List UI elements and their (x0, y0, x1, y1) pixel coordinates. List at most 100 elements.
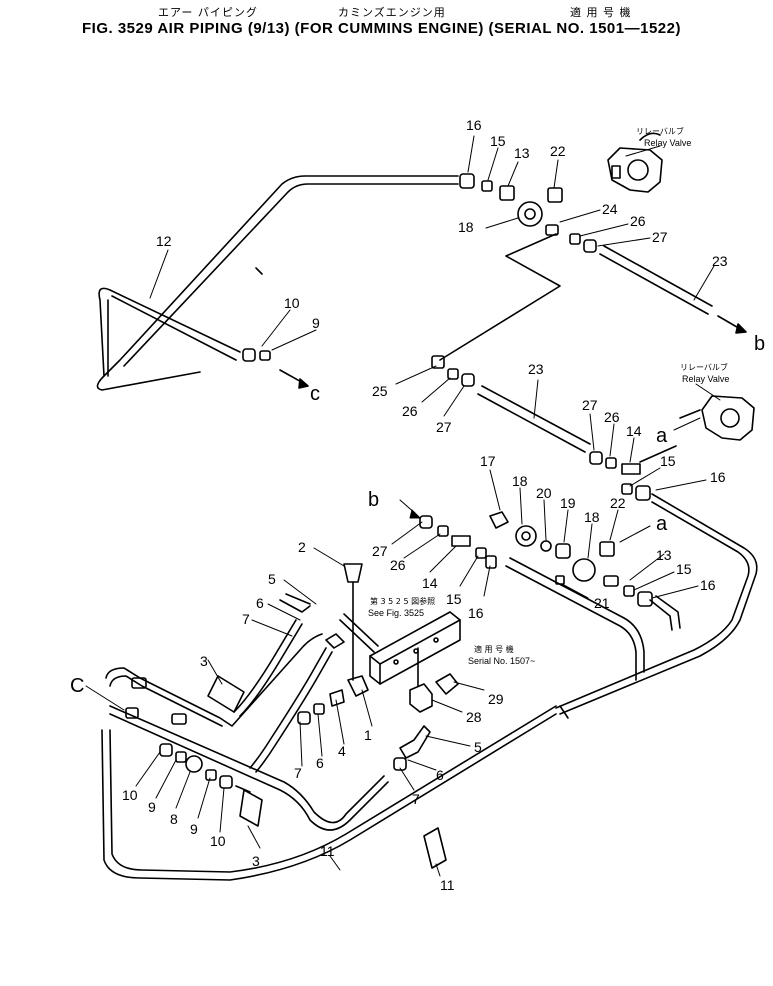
clip-11 (423, 827, 447, 869)
valve-2-and-fitting-1 (343, 563, 369, 697)
fittings-upper-cluster (459, 173, 597, 253)
note-relay-en-middle: Relay Valve (682, 374, 729, 384)
callout-23-b: 23 (528, 361, 544, 377)
callout-17: 17 (480, 453, 496, 469)
callout-15-c: 15 (446, 591, 462, 607)
letter-b-right: b (754, 333, 765, 355)
manifold-block (339, 611, 461, 685)
callout-18-c: 18 (584, 509, 600, 525)
pipe-middle-to-right (505, 557, 681, 681)
callout-15-b: 15 (660, 453, 676, 469)
callout-27-d: 27 (372, 543, 388, 559)
callout-26-c: 26 (604, 409, 620, 425)
callout-7-a: 7 (242, 611, 250, 627)
note-relay-en-upper: Relay Valve (644, 138, 691, 148)
callout-27-b: 27 (436, 419, 452, 435)
callout-21: 21 (594, 595, 610, 611)
callout-20: 20 (536, 485, 552, 501)
relay-valve-upper (607, 132, 663, 193)
callout-18-a: 18 (458, 219, 474, 235)
title-japanese-air-piping: エアー パイピング (158, 6, 258, 19)
callout-6-a: 6 (256, 595, 264, 611)
letter-a-middle: a (656, 425, 668, 447)
callout-16-d: 16 (700, 577, 716, 593)
pipe-23-middle (477, 385, 591, 453)
callout-27-a: 27 (652, 229, 668, 245)
title-japanese-cummins: カミンズエンジン用 (338, 6, 446, 19)
callout-24: 24 (602, 201, 618, 217)
note-relay-jp-upper: リレーバルブ (636, 126, 684, 136)
note-serial-en: Serial No. 1507~ (468, 656, 535, 666)
callout-9-a: 9 (312, 315, 320, 331)
callout-29: 29 (488, 691, 504, 707)
callout-5-a: 5 (268, 571, 276, 587)
callout-26-b: 26 (402, 403, 418, 419)
letter-c-upper: c (310, 383, 320, 405)
pipe-12 (96, 175, 459, 391)
callout-15-a: 15 (490, 133, 506, 149)
letter-b-left: b (368, 489, 379, 511)
callout-11-b: 11 (440, 877, 455, 893)
callout-3-a: 3 (200, 653, 208, 669)
callout-4: 4 (338, 743, 346, 759)
callout-8: 8 (170, 811, 178, 827)
callout-28: 28 (466, 709, 482, 725)
callout-6-c: 6 (316, 755, 324, 771)
callout-23-a: 23 (712, 253, 728, 269)
connection-letters: b c a b a C (70, 333, 765, 697)
callout-13-b: 13 (656, 547, 672, 563)
callout-1: 1 (364, 727, 372, 743)
callout-9-c: 9 (190, 821, 198, 837)
callout-10-a: 10 (284, 295, 300, 311)
fittings-middle-right (589, 445, 677, 501)
callout-16-c: 16 (468, 605, 484, 621)
callout-12: 12 (156, 233, 172, 249)
callout-2: 2 (298, 539, 306, 555)
callout-26-d: 26 (390, 557, 406, 573)
callout-22-a: 22 (550, 143, 566, 159)
letter-C-left: C (70, 675, 84, 697)
callout-26-a: 26 (630, 213, 646, 229)
pipe-long-right (101, 493, 758, 881)
callout-7-c: 7 (294, 765, 302, 781)
callout-10-b: 10 (122, 787, 138, 803)
callout-9-b: 9 (148, 799, 156, 815)
note-see-en: See Fig. 3525 (368, 608, 424, 618)
title-japanese-serial: 適 用 号 機 (570, 6, 632, 19)
callout-3-b: 3 (252, 853, 260, 869)
callout-14-a: 14 (626, 423, 642, 439)
letter-a-right: a (656, 513, 668, 535)
callout-19: 19 (560, 495, 576, 511)
note-see-jp: 第 3 5 2 5 図参照 (370, 596, 435, 606)
pipe-23-upper (599, 245, 747, 334)
callout-numbers: 16 15 13 22 18 24 26 27 23 12 10 9 25 26… (122, 117, 728, 893)
leader-lines (85, 135, 721, 877)
callout-15-d: 15 (676, 561, 692, 577)
fitting-10-9-upper (242, 348, 309, 389)
annotation-notes: リレーバルブ Relay Valve リレーバルブ Relay Valve 第 … (368, 126, 729, 666)
fittings-lower-right (393, 725, 431, 771)
callout-11-a: 11 (320, 843, 335, 859)
callout-13-a: 13 (514, 145, 530, 161)
callout-27-c: 27 (582, 397, 598, 413)
callout-7-b: 7 (412, 791, 420, 807)
callout-22-b: 22 (610, 495, 626, 511)
fittings-lower-left (159, 743, 263, 827)
fittings-middle-cluster (419, 511, 653, 607)
callout-6-b: 6 (436, 767, 444, 783)
relay-valve-middle (679, 395, 755, 441)
note-serial-jp: 適 用 号 機 (474, 644, 514, 654)
parts-28-29 (409, 647, 459, 713)
callout-5-b: 5 (474, 739, 482, 755)
figure-title: FIG. 3529 AIR PIPING (9/13) (FOR CUMMINS… (82, 20, 681, 37)
callout-16-b: 16 (710, 469, 726, 485)
callout-16-a: 16 (466, 117, 482, 133)
callout-14-b: 14 (422, 575, 438, 591)
branch-line-25 (431, 233, 561, 387)
callout-25: 25 (372, 383, 388, 399)
note-relay-jp-middle: リレーバルブ (680, 362, 728, 372)
callout-18-b: 18 (512, 473, 528, 489)
callout-10-c: 10 (210, 833, 226, 849)
